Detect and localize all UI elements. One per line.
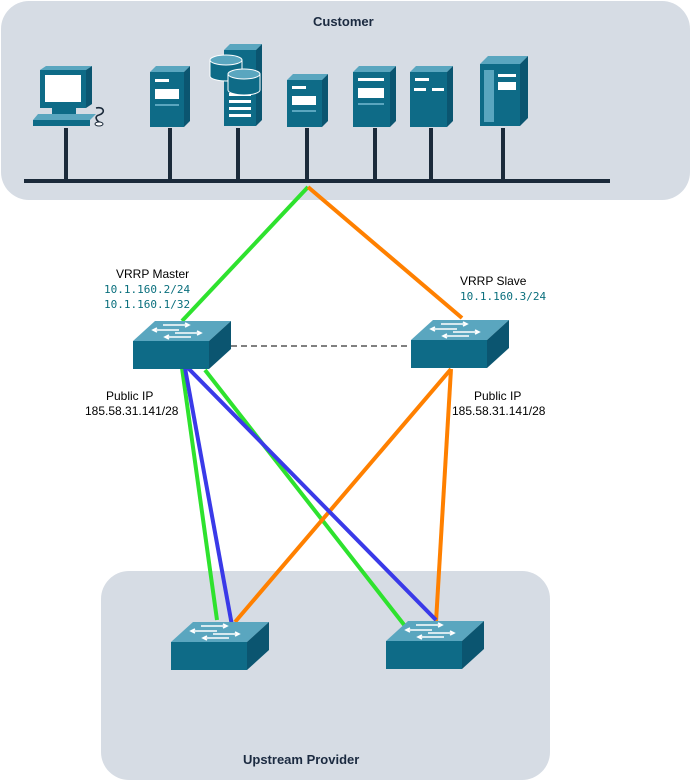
- server-large-icon: [480, 56, 528, 126]
- server-small-icon: [287, 74, 328, 127]
- server-tower-icon: [410, 66, 453, 127]
- upstream-left-switch-icon: [170, 621, 270, 671]
- server-tower-icon: [353, 66, 396, 127]
- upstream-provider-group: [101, 571, 550, 780]
- vrrp-slave-ip1: 10.1.160.3/24: [460, 290, 547, 303]
- link-master-right-green: [203, 368, 407, 628]
- vrrp-master-label: VRRP Master: [116, 267, 190, 281]
- device-drops: [64, 128, 505, 181]
- link-master-left-green: [180, 367, 219, 621]
- vrrp-master-ip1: 10.1.160.2/24: [104, 283, 191, 296]
- master-public-ip-value: 185.58.31.141/28: [85, 404, 179, 418]
- link-master-right-blue: [186, 366, 438, 622]
- link-slave-left-orange: [233, 367, 453, 624]
- link-master-left-blue: [183, 367, 235, 632]
- upstream-right-switch-icon: [385, 620, 485, 670]
- upstream-group-title: Upstream Provider: [243, 752, 360, 767]
- link-slave-right-orange: [434, 368, 453, 623]
- slave-public-ip-label: Public IP: [474, 389, 522, 403]
- vrrp-master-switch-icon: [132, 320, 232, 370]
- workstation-icon: [33, 66, 105, 127]
- vrrp-master-ip2: 10.1.160.1/32: [104, 298, 191, 311]
- customer-group-title: Customer: [313, 14, 374, 29]
- customer-group: [1, 1, 690, 200]
- master-public-ip-label: Public IP: [106, 389, 154, 403]
- database-server-icon: [209, 44, 262, 126]
- link-customer-master-green: [180, 185, 310, 323]
- server-tower-icon: [150, 66, 190, 127]
- slave-public-ip-value: 185.58.31.141/28: [452, 404, 546, 418]
- vrrp-slave-label: VRRP Slave: [460, 274, 527, 288]
- link-customer-slave-orange: [306, 185, 464, 320]
- vrrp-slave-switch-icon: [410, 319, 510, 369]
